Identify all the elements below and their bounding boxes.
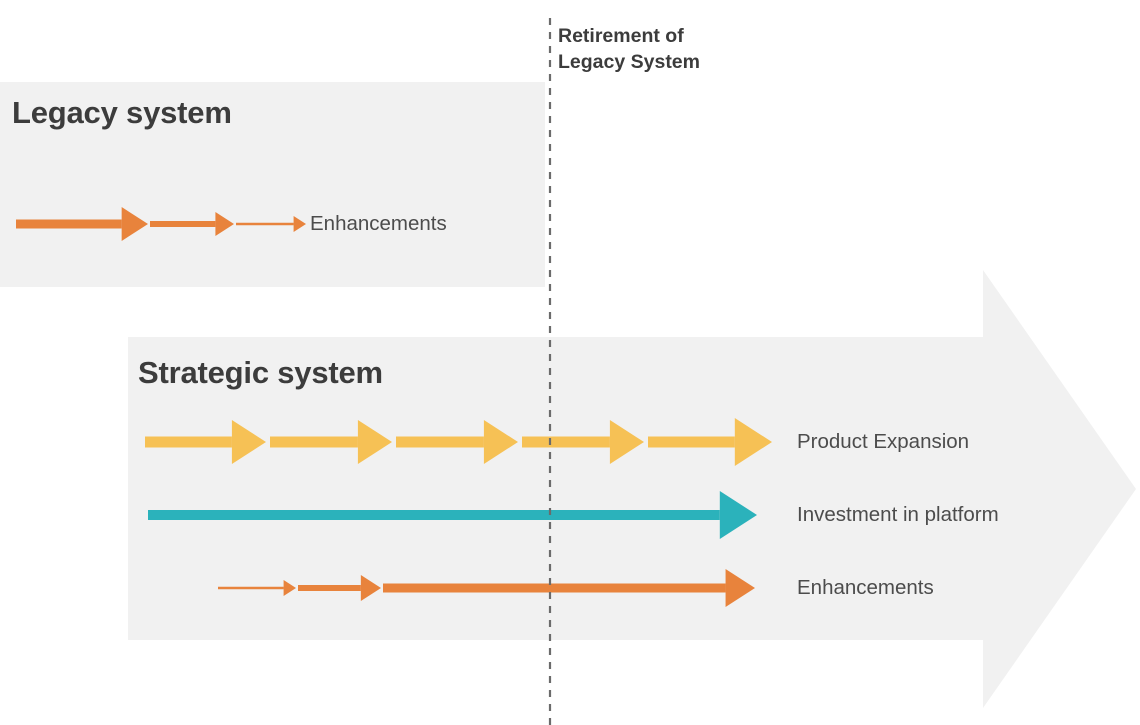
arrow-head-product-expansion-1 bbox=[357, 420, 392, 464]
arrow-head-strategic-enhancements-0 bbox=[283, 580, 296, 596]
arrow-shaft-product-expansion-3 bbox=[522, 436, 610, 448]
band-arrow-legacy bbox=[0, 10, 545, 320]
arrow-head-legacy-enhancements-1 bbox=[215, 212, 234, 236]
arrow-head-legacy-enhancements-2 bbox=[293, 216, 306, 232]
band-title-strategic: Strategic system bbox=[138, 355, 383, 390]
arrow-shaft-investment-in-platform-0 bbox=[148, 510, 720, 520]
arrow-head-product-expansion-3 bbox=[609, 420, 644, 464]
arrow-head-product-expansion-2 bbox=[483, 420, 518, 464]
arrow-shaft-strategic-enhancements-0 bbox=[218, 586, 284, 590]
arrow-shaft-product-expansion-4 bbox=[648, 436, 735, 448]
milestone-label: Retirement of Legacy System bbox=[558, 24, 700, 75]
band-arrow-strategic bbox=[128, 270, 1136, 708]
row-label-investment-in-platform: Investment in platform bbox=[797, 503, 999, 526]
arrow-head-investment-in-platform-0 bbox=[719, 491, 757, 539]
arrow-shaft-legacy-enhancements-1 bbox=[150, 221, 216, 227]
arrow-shaft-product-expansion-1 bbox=[270, 436, 358, 448]
arrow-shaft-product-expansion-2 bbox=[396, 436, 484, 448]
row-label-legacy-enhancements: Enhancements bbox=[310, 212, 447, 235]
row-label-product-expansion: Product Expansion bbox=[797, 430, 970, 453]
arrow-shaft-legacy-enhancements-0 bbox=[16, 219, 122, 229]
band-title-legacy: Legacy system bbox=[12, 95, 232, 130]
arrow-head-product-expansion-4 bbox=[734, 418, 772, 466]
arrow-shaft-strategic-enhancements-2 bbox=[383, 583, 726, 593]
arrow-shaft-legacy-enhancements-2 bbox=[236, 222, 294, 226]
arrow-shaft-product-expansion-0 bbox=[145, 436, 232, 448]
row-label-strategic-enhancements: Enhancements bbox=[797, 576, 934, 599]
arrow-head-strategic-enhancements-1 bbox=[360, 575, 381, 601]
arrow-head-legacy-enhancements-0 bbox=[121, 207, 148, 241]
arrow-head-product-expansion-0 bbox=[231, 420, 266, 464]
arrow-shaft-strategic-enhancements-1 bbox=[298, 585, 361, 591]
arrow-head-strategic-enhancements-2 bbox=[725, 569, 755, 607]
milestone-label-line2: Legacy System bbox=[558, 50, 700, 73]
milestone-label-line1: Retirement of bbox=[558, 25, 684, 47]
